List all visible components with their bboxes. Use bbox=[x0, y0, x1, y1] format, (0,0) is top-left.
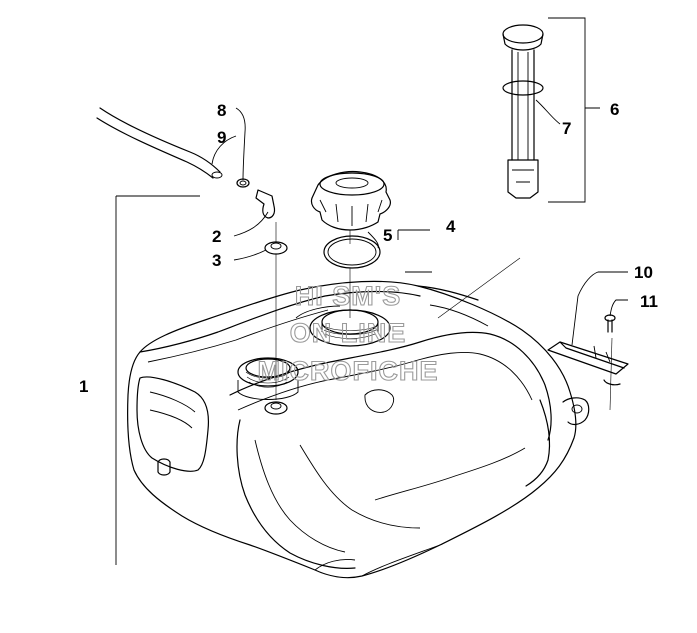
vent-seat bbox=[264, 401, 288, 415]
screw-part bbox=[604, 314, 616, 333]
callout-7: 7 bbox=[562, 119, 571, 138]
callout-4: 4 bbox=[446, 217, 456, 236]
callout-9: 9 bbox=[217, 128, 226, 147]
tank-lower-panel-2 bbox=[374, 447, 526, 501]
tank-outline bbox=[127, 280, 577, 579]
sender-float bbox=[507, 159, 539, 199]
callout-1: 1 bbox=[79, 377, 88, 396]
callout-11: 11 bbox=[640, 292, 658, 311]
tank-right-shoulder-2 bbox=[429, 304, 489, 327]
cap-lobes bbox=[319, 199, 383, 226]
filler-neck-left bbox=[237, 357, 299, 400]
fuel-tank-part bbox=[127, 280, 590, 579]
sender-float-detail bbox=[512, 169, 534, 183]
tank-right-tab-hole bbox=[571, 404, 583, 414]
tank-top-ridge-inner bbox=[237, 351, 533, 411]
callout-5: 5 bbox=[383, 226, 392, 245]
cap-top bbox=[319, 172, 385, 196]
sender-oring bbox=[502, 80, 544, 96]
callout-3: 3 bbox=[212, 251, 221, 270]
filler-neck-center bbox=[295, 305, 391, 347]
watermark-line-3: MICROFICHE bbox=[258, 356, 439, 386]
tank-lower-edge bbox=[314, 544, 441, 577]
tank-lower-panel bbox=[254, 439, 421, 553]
tank-rim bbox=[139, 290, 421, 353]
hose-clamp-part bbox=[236, 178, 250, 188]
bracket-part bbox=[547, 341, 629, 386]
tank-right-tab bbox=[562, 397, 590, 426]
tank-boss bbox=[364, 389, 395, 413]
vent-fitting-part bbox=[255, 189, 276, 219]
callout-labels: 1 2 3 4 5 6 7 8 9 10 11 bbox=[79, 100, 658, 396]
tank-left-pocket bbox=[136, 376, 210, 472]
vent-hose-part bbox=[96, 107, 223, 179]
sender-cap-side bbox=[502, 33, 544, 51]
cap-body bbox=[310, 170, 391, 231]
tank-rim-inner bbox=[147, 309, 329, 363]
callout-10: 10 bbox=[634, 263, 653, 282]
tank-left-pocket-inner bbox=[149, 391, 196, 429]
tank-left-nub bbox=[157, 458, 171, 476]
sender-stem bbox=[511, 49, 535, 161]
tank-right-shoulder bbox=[417, 285, 479, 301]
gasket-part bbox=[323, 235, 381, 269]
callout-2: 2 bbox=[212, 227, 221, 246]
callout-8: 8 bbox=[217, 101, 226, 120]
grommet-part bbox=[264, 241, 288, 255]
watermark-line-1: HI SM'S bbox=[295, 281, 401, 311]
watermark-line-2: ON LINE bbox=[290, 318, 407, 348]
sender-rods bbox=[517, 52, 529, 160]
tank-rear-channel bbox=[525, 399, 551, 487]
watermark: HI SM'S ON LINE MICROFICHE bbox=[257, 280, 439, 386]
cap-top-inner bbox=[335, 177, 369, 189]
tank-top-ridge bbox=[229, 331, 552, 441]
leader-lines bbox=[115, 17, 628, 565]
callout-6: 6 bbox=[610, 100, 619, 119]
sender-cap-top bbox=[502, 24, 544, 44]
fuel-cap-part bbox=[310, 170, 391, 231]
fuel-sending-unit-part bbox=[502, 24, 544, 199]
